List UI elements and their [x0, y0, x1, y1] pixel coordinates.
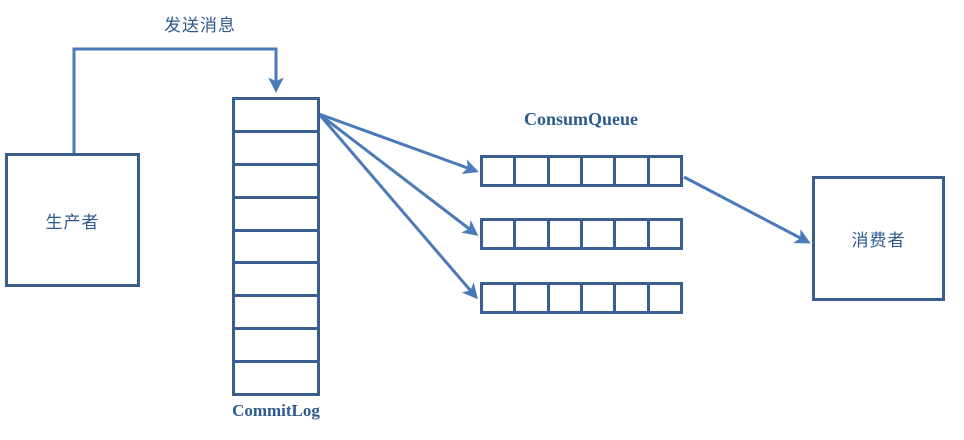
consumqueue-cell	[583, 285, 617, 311]
edge-commitlog-to-queue-0	[318, 112, 479, 175]
consumqueue-cell	[650, 285, 680, 311]
edge-commitlog-to-queue-1	[318, 112, 479, 236]
consumqueue-cell	[550, 285, 583, 311]
commitlog-caption: CommitLog	[232, 401, 320, 420]
consumqueue-cell	[616, 221, 650, 247]
commitlog-cell	[235, 100, 317, 133]
consumer-label: 消费者	[851, 231, 906, 251]
commitlog-node[interactable]	[232, 97, 320, 396]
producer-node[interactable]: 生产者	[5, 153, 140, 287]
consumqueue-cell	[583, 221, 617, 247]
consumqueue-cell	[516, 158, 550, 184]
edge-queue-to-consumer	[683, 175, 811, 244]
edge-commitlog-to-queue-2	[317, 113, 478, 300]
commitlog-cell	[235, 363, 317, 393]
consumqueue-row[interactable]	[480, 218, 683, 250]
consumqueue-cell	[550, 158, 583, 184]
consumqueue-cell	[650, 158, 680, 184]
consumqueue-cell	[516, 285, 550, 311]
commitlog-cell	[235, 264, 317, 298]
commitlog-cell	[235, 232, 317, 265]
edge-send-message	[72, 47, 284, 153]
consumqueue-cell	[583, 158, 617, 184]
commitlog-cell	[235, 133, 317, 166]
consumqueue-cell	[616, 158, 650, 184]
commitlog-cell	[235, 297, 317, 331]
consumqueue-cell	[516, 221, 550, 247]
consumqueue-cell	[616, 285, 650, 311]
commitlog-cell	[235, 330, 317, 364]
consumqueue-cell	[483, 285, 517, 311]
consumqueue-row[interactable]	[480, 282, 683, 314]
consumer-node[interactable]: 消费者	[812, 176, 945, 301]
consumqueue-caption: ConsumQueue	[523, 109, 639, 129]
commitlog-cell	[235, 166, 317, 199]
send-message-label: 发送消息	[164, 16, 236, 36]
consumqueue-cell	[483, 221, 517, 247]
consumqueue-row[interactable]	[480, 155, 683, 187]
consumqueue-cell	[550, 221, 583, 247]
consumqueue-cell	[650, 221, 680, 247]
send-message-arrow	[72, 47, 284, 153]
commitlog-cell	[235, 199, 317, 232]
consumqueue-cell	[483, 158, 517, 184]
producer-label: 生产者	[45, 212, 100, 233]
